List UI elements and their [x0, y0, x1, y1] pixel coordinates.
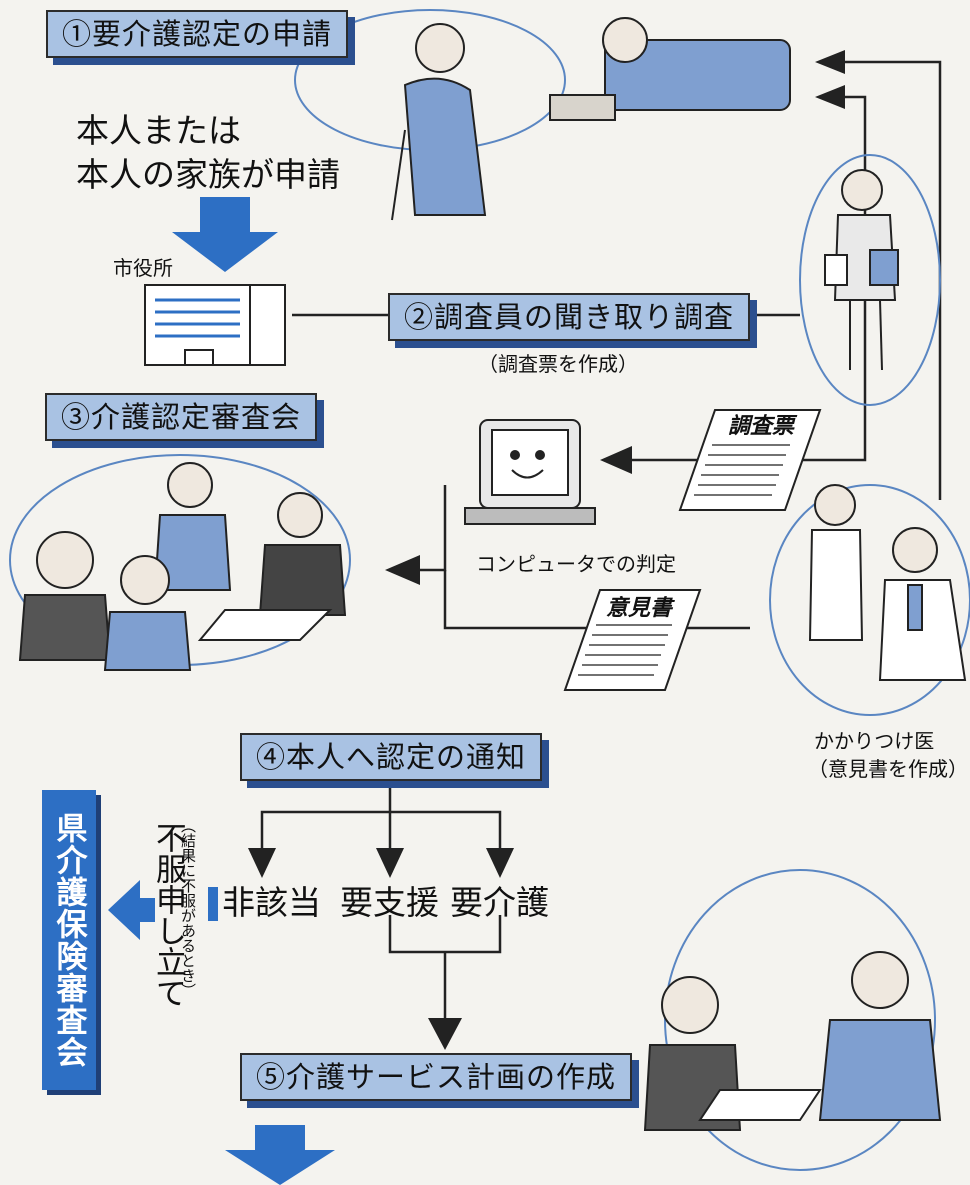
left-arrow-icon: [108, 880, 155, 940]
outcome-care-needed: 要介護: [450, 883, 549, 922]
outcome-marker: [208, 887, 218, 921]
opinion-sheet-label: 意見書: [606, 595, 673, 621]
appeal-label: 不服申し立て: [150, 822, 186, 1008]
city-hall-icon: [144, 284, 286, 366]
step4-notification-box: ④本人へ認定の通知: [240, 733, 543, 781]
step1-application-box: ①要介護認定の申請: [46, 10, 349, 58]
survey-sheet-document: [678, 409, 822, 511]
applicant-line1: 本人または: [76, 111, 241, 150]
outcome-support-needed: 要支援: [340, 883, 439, 922]
step5-care-plan-box: ⑤介護サービス計画の作成: [240, 1053, 633, 1101]
step2-survey-box: ②調査員の聞き取り調査: [388, 293, 751, 341]
bed-illustration: [549, 17, 791, 121]
doctor-label: かかりつけ医: [814, 729, 935, 753]
computer-icon: [464, 419, 596, 525]
consultation-illustration: [643, 951, 942, 1131]
survey-note: （調査票を作成）: [478, 352, 638, 376]
down-arrow-icon: [172, 197, 335, 1185]
doctor-nurse-illustration: [808, 484, 967, 681]
city-hall-label: 市役所: [113, 256, 173, 280]
appeal-note: （結果に不服があるとき）: [179, 818, 197, 998]
illustration-frames: [9, 9, 970, 1171]
arrowheads: [248, 50, 845, 1050]
survey-sheet-label: 調査票: [728, 413, 795, 439]
computer-judgment-label: コンピュータでの判定: [476, 552, 676, 576]
applicant-line2: 本人の家族が申請: [76, 155, 340, 194]
surveyor-illustration: [824, 169, 899, 371]
elderly-woman-illustration: [391, 23, 487, 221]
committee-meeting-illustration: [18, 462, 347, 671]
opinion-sheet-document: [563, 589, 702, 691]
step3-review-board-box: ③介護認定審査会: [45, 393, 318, 441]
outcome-not-applicable: 非該当: [222, 883, 321, 922]
doctor-note: （意見書を作成）: [808, 757, 968, 781]
prefecture-review-board: 県介護保険審査会: [42, 790, 96, 1090]
prefecture-review-board-label: 県介護保険審査会: [50, 812, 87, 1068]
